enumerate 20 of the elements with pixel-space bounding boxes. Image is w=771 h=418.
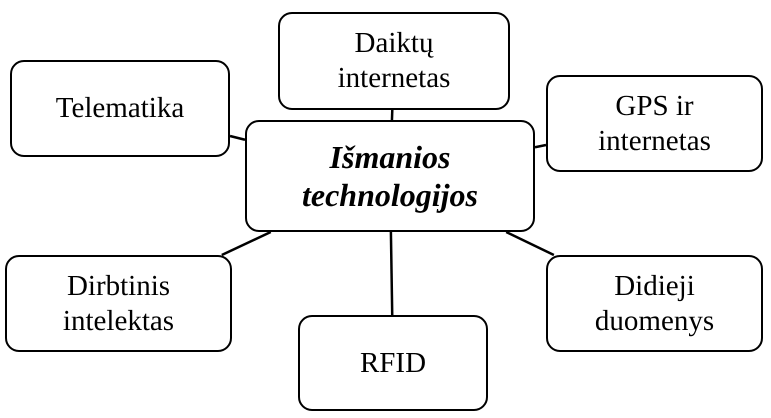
connector-line: [390, 110, 394, 120]
central-topic-box: [245, 120, 535, 232]
connector-line: [534, 144, 546, 148]
topic-box: [546, 255, 763, 352]
topic-label: Didieji duomenys: [594, 268, 716, 338]
connector-line: [506, 230, 554, 256]
topic-label: RFID: [360, 346, 426, 380]
topic-box: [10, 60, 230, 157]
connector-line: [390, 232, 394, 316]
central-topic-label: Išmanios technologijos: [300, 138, 479, 214]
topic-box: [298, 315, 488, 411]
topic-label: GPS ir internetas: [597, 88, 712, 158]
topic-label: Daiktų internetas: [336, 26, 452, 96]
connector-line: [221, 230, 272, 256]
topic-box: [546, 75, 763, 172]
topic-box: [5, 255, 232, 352]
topic-box: [278, 12, 510, 110]
connector-line: [230, 134, 246, 141]
topic-label: Telematika: [56, 91, 184, 126]
topic-label: Dirbtinis intelektas: [62, 268, 176, 338]
